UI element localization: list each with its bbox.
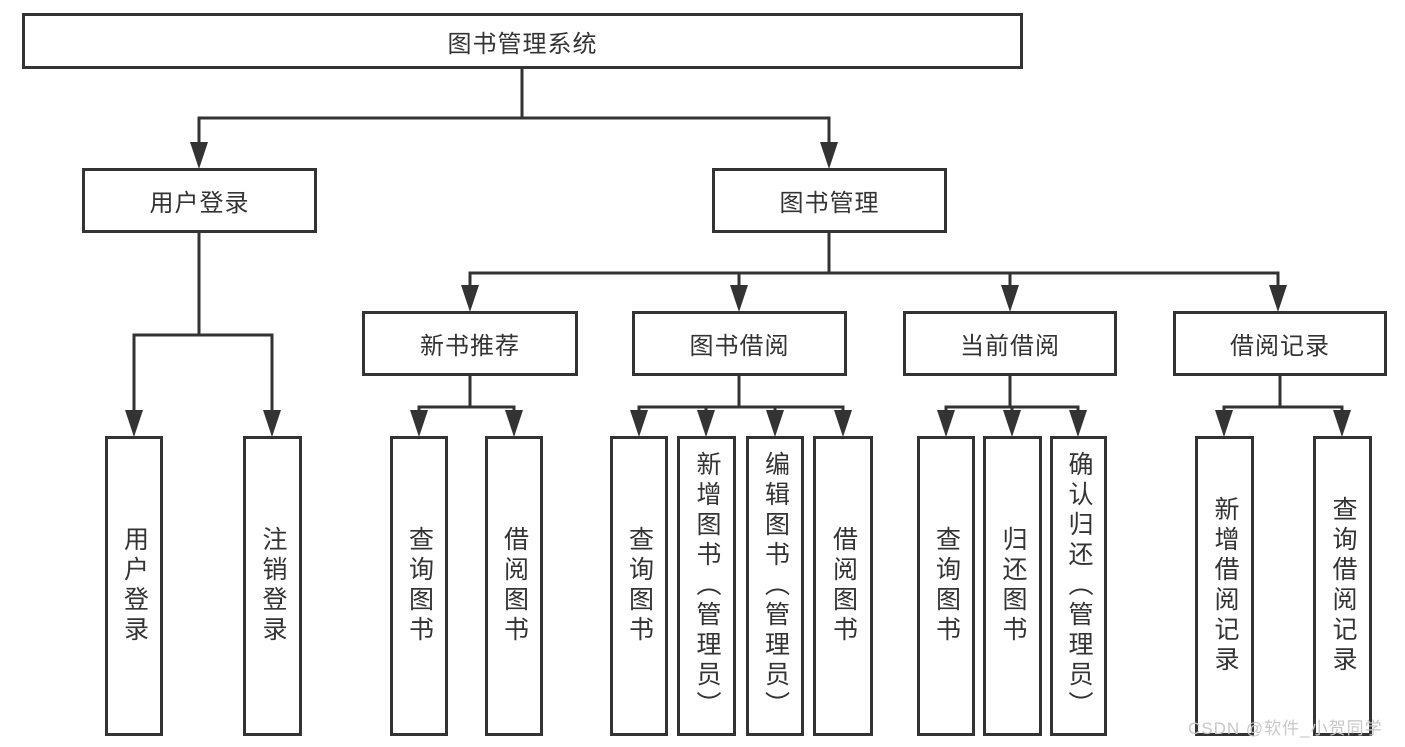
leaf-borrow-books-recommend: 借阅图书 [485, 436, 543, 736]
leaf-label: 借阅图书 [829, 526, 858, 646]
node-library-system: 图书管理系统 [22, 13, 1023, 69]
connector-current-borrow-fork [944, 375, 1080, 413]
leaf-add-book-admin: 新增图书（管理员） [677, 436, 736, 736]
leaf-label: 用户登录 [120, 526, 149, 646]
watermark-text: CSDN @软件_小贺同学 [1188, 719, 1383, 738]
leaf-user-login: 用户登录 [105, 436, 163, 736]
connector-book-mgmt-fork [468, 232, 1280, 288]
leaf-label: 新增借阅记录 [1211, 496, 1239, 676]
leaf-label: 查询借阅记录 [1329, 496, 1357, 676]
leaf-query-books-borrowing: 查询图书 [610, 436, 668, 736]
leaf-query-books-current: 查询图书 [917, 436, 975, 736]
node-new-book-recommend: 新书推荐 [362, 311, 578, 376]
leaf-return-book: 归还图书 [983, 436, 1042, 736]
leaf-label: 查询图书 [932, 526, 961, 646]
node-book-management: 图书管理 [712, 168, 947, 233]
leaf-logout: 注销登录 [243, 436, 302, 736]
leaf-label: 查询图书 [405, 526, 434, 646]
connector-borrow-record-fork [1222, 376, 1344, 413]
node-borrowing-records: 借阅记录 [1173, 311, 1387, 376]
leaf-label: 确认归还（管理员） [1065, 451, 1093, 721]
connector-book-borrow-fork [637, 375, 845, 413]
node-book-borrowing: 图书借阅 [632, 311, 847, 376]
connector-root-to-branches [197, 68, 831, 145]
node-current-borrowing: 当前借阅 [903, 311, 1117, 376]
leaf-label: 查询图书 [625, 526, 654, 646]
leaf-label: 借阅图书 [500, 526, 529, 646]
leaf-label: 注销登录 [259, 526, 287, 646]
connector-user-login-fork [132, 232, 274, 413]
leaf-edit-book-admin: 编辑图书（管理员） [746, 436, 804, 736]
leaf-borrow-books-borrowing: 借阅图书 [813, 436, 873, 736]
leaf-label: 新增图书（管理员） [693, 451, 721, 721]
arrowheads [125, 142, 1351, 437]
leaf-label: 归还图书 [999, 526, 1027, 646]
leaf-label: 编辑图书（管理员） [761, 451, 790, 721]
leaf-confirm-return-admin: 确认归还（管理员） [1050, 436, 1107, 736]
node-user-login: 用户登录 [82, 168, 317, 233]
leaf-query-borrow-record: 查询借阅记录 [1313, 436, 1372, 736]
leaf-query-books-recommend: 查询图书 [390, 436, 448, 736]
connector-new-book-fork [417, 375, 516, 413]
leaf-add-borrow-record: 新增借阅记录 [1195, 436, 1254, 736]
